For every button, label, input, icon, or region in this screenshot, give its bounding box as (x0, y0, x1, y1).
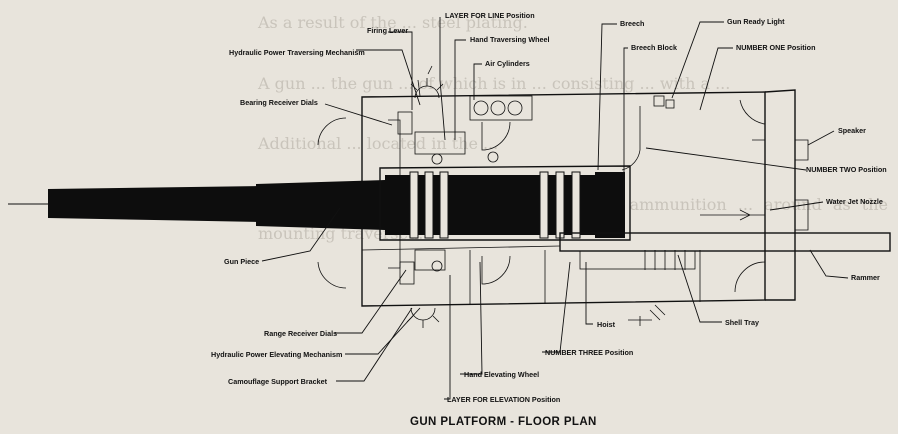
label-hydraulic-traversing: Hydraulic Power Traversing Mechanism (229, 48, 365, 57)
label-number-two: NUMBER TWO Position (806, 165, 887, 174)
label-water-jet: Water Jet Nozzle (826, 197, 883, 206)
label-gun-piece: Gun Piece (224, 257, 259, 266)
diagram-caption: GUN PLATFORM - FLOOR PLAN (410, 416, 597, 428)
door-arcs (317, 99, 766, 293)
label-speaker: Speaker (838, 126, 866, 135)
rammer-assembly (559, 199, 891, 270)
background-paragraph: As a result of the ... steel plating. (258, 13, 528, 32)
leader-lines (261, 17, 849, 400)
fittings (417, 65, 675, 326)
label-hoist: Hoist (597, 320, 616, 329)
label-camouflage-bracket: Camouflage Support Bracket (228, 377, 328, 386)
label-number-one: NUMBER ONE Position (736, 43, 815, 52)
label-range-receiver: Range Receiver Dials (264, 329, 337, 338)
background-paragraph: Additional ... located in the ... (258, 134, 499, 153)
background-paragraph: A gun ... the gun ... of which is in ...… (258, 73, 731, 93)
label-breech: Breech (620, 19, 644, 28)
label-air-cylinders: Air Cylinders (485, 59, 530, 68)
label-layer-line: LAYER FOR LINE Position (445, 11, 535, 20)
label-layer-elevation: LAYER FOR ELEVATION Position (447, 395, 560, 404)
label-gun-ready-light: Gun Ready Light (727, 17, 785, 26)
label-bearing-receiver: Bearing Receiver Dials (240, 98, 318, 107)
air-cylinders (469, 95, 533, 121)
label-shell-tray: Shell Tray (725, 318, 759, 327)
label-hand-traversing-wheel: Hand Traversing Wheel (470, 35, 549, 44)
gun-barrel (8, 165, 631, 241)
label-rammer: Rammer (851, 273, 880, 282)
label-firing-lever: Firing Lever (367, 26, 408, 35)
platform-outline (361, 89, 809, 307)
label-hydraulic-elevating: Hydraulic Power Elevating Mechanism (211, 350, 342, 359)
labels: Firing Lever LAYER FOR LINE Position Han… (211, 11, 887, 404)
label-breech-block: Breech Block (631, 43, 677, 52)
label-number-three: NUMBER THREE Position (545, 348, 633, 357)
label-hand-elevating-wheel: Hand Elevating Wheel (464, 370, 539, 379)
